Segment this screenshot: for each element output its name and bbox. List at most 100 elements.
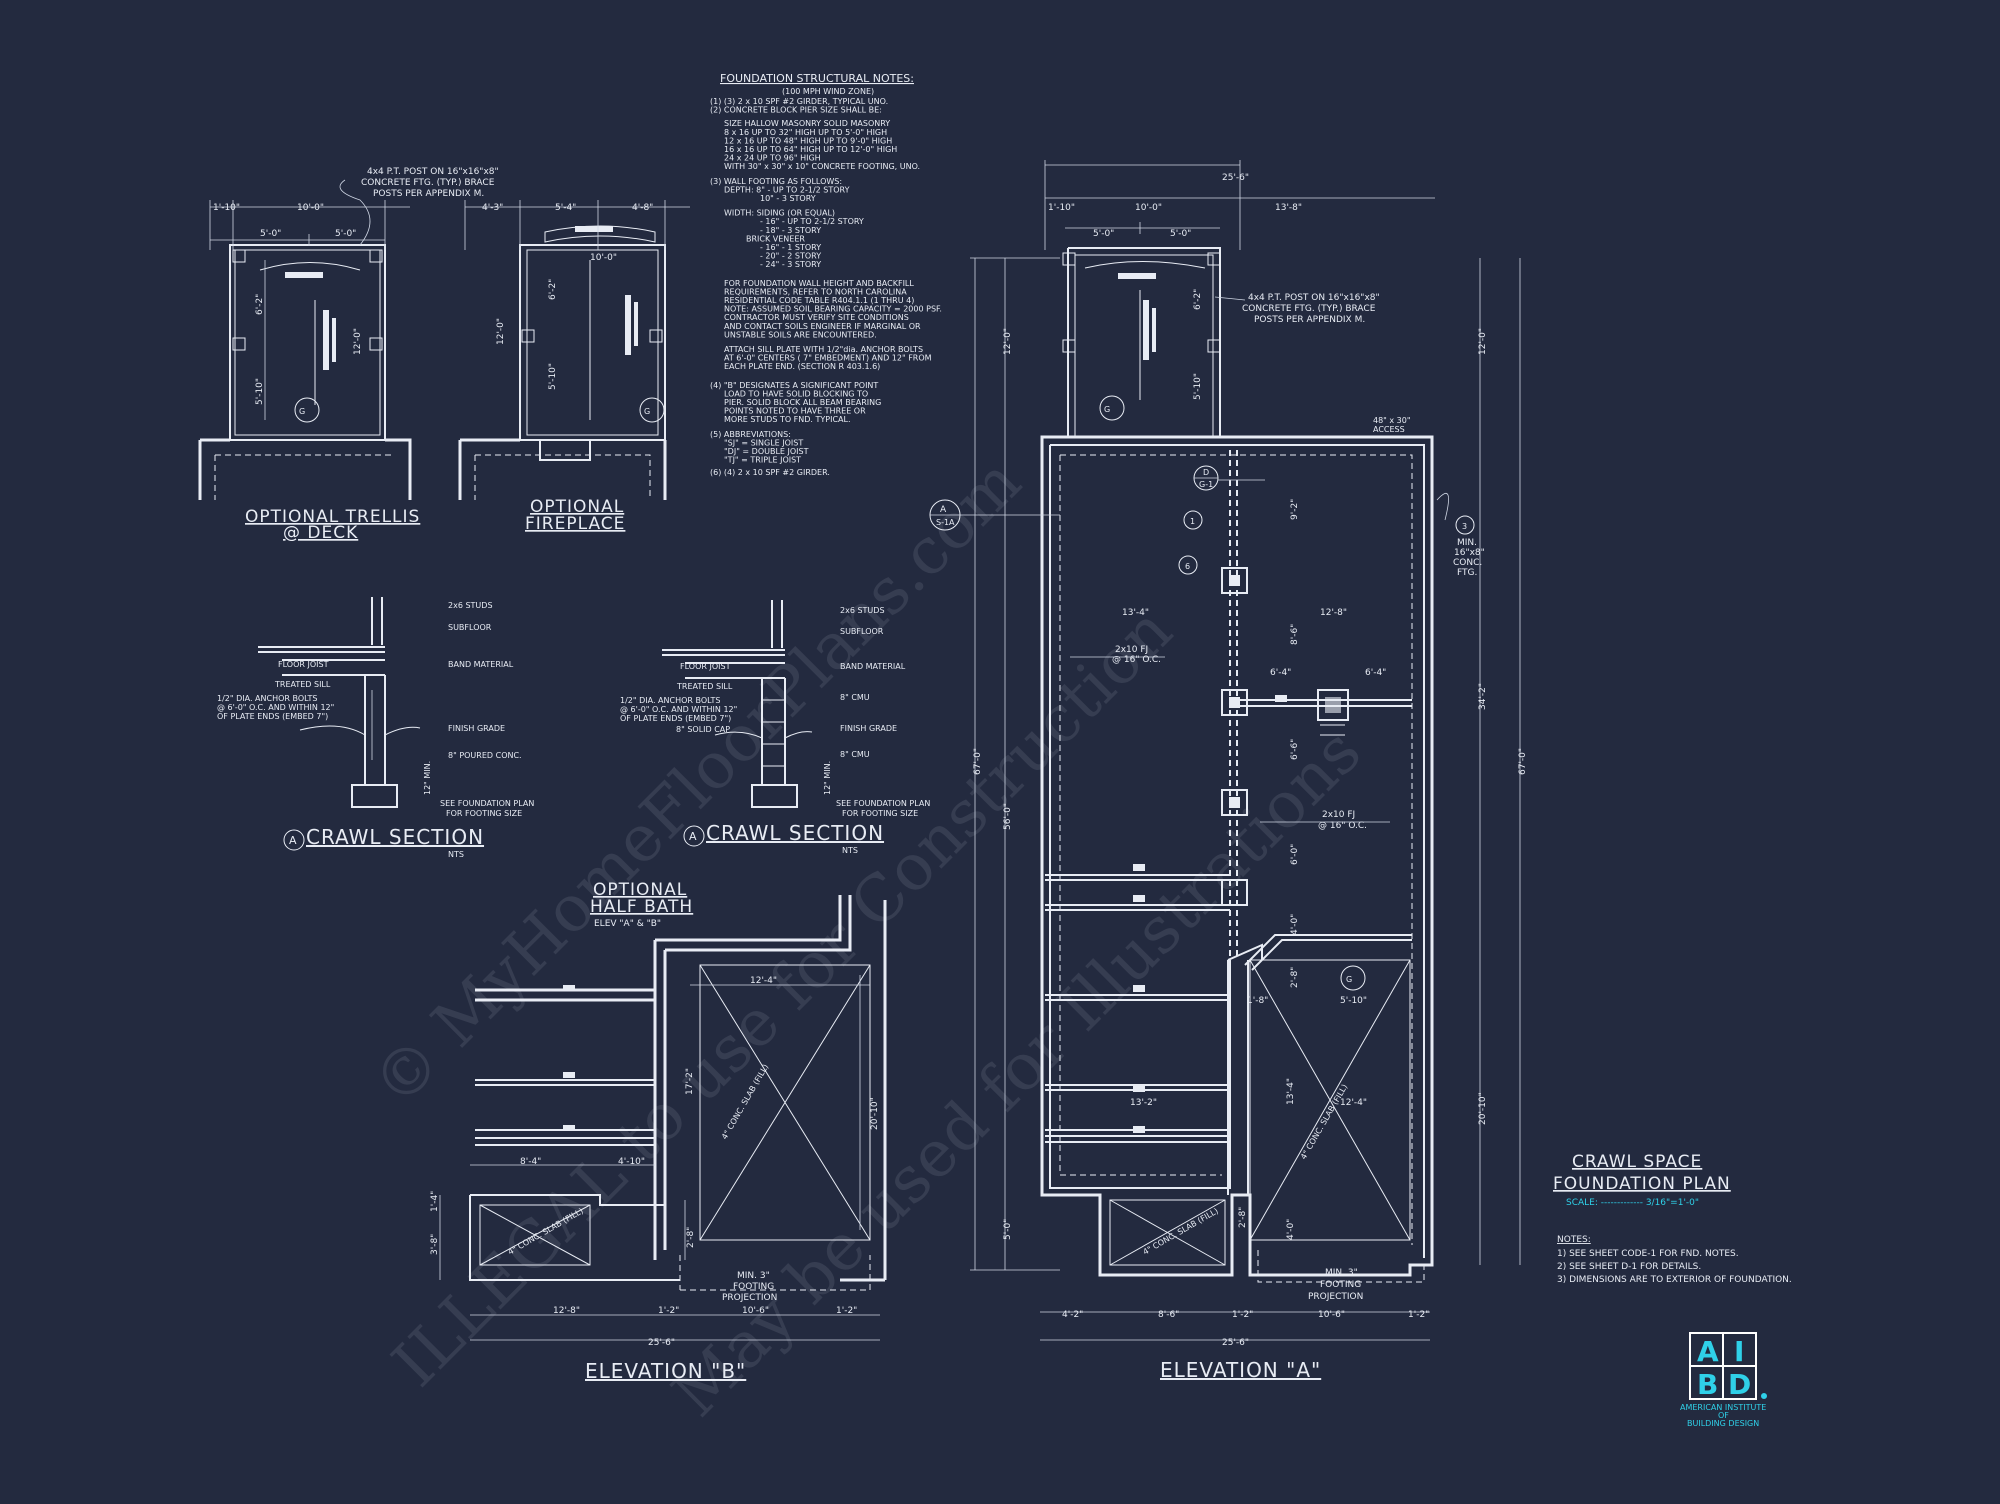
logo-name-2: OF [1718,1411,1729,1420]
section-2-label: 8" CMU [840,750,870,759]
note-line: (5) ABBREVIATIONS: [710,430,791,439]
elev-b-footing-3: PROJECTION [722,1293,777,1303]
section-1-label: 12" MIN. [423,761,432,795]
section-2-label: 2x6 STUDS [840,606,885,615]
trellis-plan: G 1'-10" 10'-0" 5'-0" 5'-0" 6'-2" 12'-0"… [198,167,499,543]
elev-a-min-4: FTG. [1457,568,1477,578]
note-line: "SJ" = SINGLE JOIST [724,438,803,447]
note-line: (4) "B" DESIGNATES A SIGNIFICANT POINT [710,381,878,390]
note-line: - 18" - 3 STORY [760,226,821,235]
elev-b-dim-1: 12'-4" [750,976,777,986]
elev-a-dim-19: 13'-2" [1130,1098,1157,1108]
elev-a-dim-21: 13'-4" [1286,1078,1296,1105]
elev-a-dim-28: 1'-2" [1408,1310,1429,1320]
note-line: BRICK VENEER [746,234,805,243]
elev-a-dim-9: 12'-8" [1320,608,1347,618]
note-line: REQUIREMENTS, REFER TO NORTH CAROLINA [724,287,907,296]
plan-title-line-2: FOUNDATION PLAN [1553,1174,1731,1194]
section-2-label: FINISH GRADE [840,724,897,733]
elev-b-dim-13: 25'-6" [648,1338,675,1348]
fireplace-plan: G 4'-3" 5'-4" 4'-8" 10'-0" 6'-2" 12'-0" … [458,200,690,534]
elev-a-footing-3: PROJECTION [1308,1292,1363,1302]
logo-letter-a: A [1697,1335,1719,1368]
note-line: 16 x 16 UP TO 64" HIGH UP TO 12'-0" HIGH [724,145,897,154]
note-line: FOR FOUNDATION WALL HEIGHT AND BACKFILL [724,279,914,288]
section-1-marker: A [289,834,297,847]
elev-a-dim-26: 1'-2" [1232,1310,1253,1320]
note-line: 12 x 16 UP TO 48" HIGH UP TO 9'-0" HIGH [724,136,892,145]
elev-b-title: ELEVATION "B" [585,1359,746,1383]
note-line: 24 x 24 UP TO 96" HIGH [724,154,821,163]
fireplace-dim-6: 12'-0" [496,318,506,345]
elev-b-dim-7: 3'-8" [430,1234,440,1255]
section-2-title: CRAWL SECTION [706,821,884,845]
fireplace-dim-5: 6'-2" [548,279,558,300]
note-line: RESIDENTIAL CODE TABLE R404.1.1 (1 THRU … [724,296,914,305]
note-line: "DJ" = DOUBLE JOIST [724,447,809,456]
section-1-label: FLOOR JOIST [278,660,329,669]
logo-letter-i: I [1734,1335,1744,1368]
elev-a-fj-2: 2x10 FJ [1322,810,1355,820]
section-2-scale: NTS [842,846,858,855]
elev-a-dim-8: 13'-4" [1122,608,1149,618]
note-line: MORE STUDS TO FND. TYPICAL. [724,415,851,424]
elev-b-footing-2: FOOTING [733,1282,774,1292]
elev-a-dim-23: 2'-8" [1238,1207,1248,1228]
elev-a-dim-15: 4'-0" [1290,914,1300,935]
fireplace-dim-1: 4'-3" [482,203,503,213]
elev-a-slab-note: 4" CONC. SLAB (FILL) [1299,1083,1349,1161]
elev-b-dim-4: 8'-4" [520,1157,541,1167]
svg-text:6: 6 [1185,562,1190,571]
section-1-label: SEE FOUNDATION PLAN [440,799,534,808]
note-line: 8 x 16 UP TO 32" HIGH UP TO 5'-0" HIGH [724,128,887,137]
note-line: (6) (4) 2 x 10 SPF #2 GIRDER. [710,468,830,477]
elev-b-dim-12: 1'-2" [836,1306,857,1316]
elev-a-post-callout-2: CONCRETE FTG. (TYP.) BRACE [1242,304,1376,314]
note-line: (1) (3) 2 x 10 SPF #2 GIRDER, TYPICAL UN… [710,97,888,106]
note-line: - 16" - UP TO 2-1/2 STORY [760,217,864,226]
halfbath-title: OPTIONAL [593,880,687,900]
plan-note-2: 2) SEE SHEET D-1 FOR DETAILS. [1557,1262,1701,1272]
elev-a-marker-a: A [940,505,947,515]
svg-text:3: 3 [1462,522,1467,531]
note-line: PIER. SOLID BLOCK ALL BEAM BEARING [724,398,881,407]
notes-subtitle: (100 MPH WIND ZONE) [782,87,874,96]
elev-b-dim-10: 1'-2" [658,1306,679,1316]
section-1-scale: NTS [448,850,464,859]
elev-a-dim-18: 5'-10" [1340,996,1367,1006]
elev-a-dim-14: 6'-0" [1290,844,1300,865]
section-2-label: FOR FOOTING SIZE [842,809,918,818]
elev-a-dim-31: 34'-2" [1478,683,1488,710]
section-2-label: OF PLATE ENDS (EMBED 7") [620,714,731,723]
fireplace-subtitle: FIREPLACE [525,514,625,534]
section-2-label: TREATED SILL [676,682,733,691]
elev-a-dim-22: 4'-0" [1286,1219,1296,1240]
plan-note-3: 3) DIMENSIONS ARE TO EXTERIOR OF FOUNDAT… [1557,1275,1792,1285]
fireplace-dim-2: 5'-4" [555,203,576,213]
elev-a-dim-1: 12'-0" [1003,328,1013,355]
section-2-label: 12" MIN. [823,761,832,795]
elev-a-marker-a-sheet: S-1A [936,518,955,527]
elev-a-dim-top-5: 5'-0" [1093,229,1114,239]
elev-a-dim-4: 67'-0" [973,748,983,775]
elev-b-dim-9: 12'-8" [553,1306,580,1316]
elev-b-dim-6: 1'-4" [430,1191,440,1212]
section-1-label: OF PLATE ENDS (EMBED 7") [217,712,328,721]
elev-b-dim-8: 2'-8" [686,1227,696,1248]
elev-a-dim-top-4: 13'-8" [1275,203,1302,213]
section-1-label: 1/2" DIA. ANCHOR BOLTS [217,694,317,703]
logo-letter-d: D [1728,1368,1751,1401]
trellis-dim-5: 6'-2" [255,294,265,315]
section-2-marker: A [689,830,697,843]
note-line: EACH PLATE END. (SECTION R 403.1.6) [724,362,880,371]
section-1-label: FINISH GRADE [448,724,505,733]
note-line: LOAD TO HAVE SOLID BLOCKING TO [724,389,868,398]
elev-a-marker-d-sheet: G-1 [1199,480,1213,489]
trellis-dim-7: 5'-10" [255,378,265,405]
elev-a-fj-oc-2: @ 16" O.C. [1318,821,1367,831]
note-line: DEPTH: 8" - UP TO 2-1/2 STORY [724,185,850,194]
section-1-title: CRAWL SECTION [306,825,484,849]
